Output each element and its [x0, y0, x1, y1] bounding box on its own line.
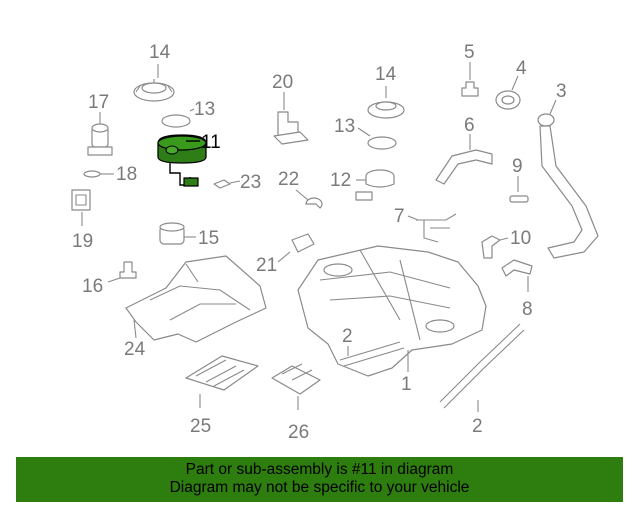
part-23-clip[interactable] — [213, 179, 241, 189]
part-5-valve[interactable] — [461, 62, 479, 97]
callout-3: 3 — [556, 81, 567, 102]
part-2-tank-strap-right[interactable] — [439, 323, 525, 412]
callout-26: 26 — [288, 422, 309, 443]
callout-8: 8 — [522, 299, 533, 320]
callout-24: 24 — [124, 339, 146, 360]
callout-13-right: 13 — [334, 116, 355, 137]
callout-10: 10 — [510, 228, 531, 249]
part-15-fuel-filter[interactable] — [159, 222, 196, 245]
notice-line-2: Diagram may not be specific to your vehi… — [169, 479, 470, 496]
callout-16: 16 — [82, 276, 103, 297]
notice-banner: Part or sub-assembly is #11 in diagram D… — [16, 457, 623, 502]
part-12-fuel-level-sensor[interactable] — [355, 169, 395, 201]
part-14-lock-ring-right[interactable] — [367, 86, 405, 119]
part-8-hose-bend[interactable] — [501, 259, 533, 292]
callout-13-left: 13 — [194, 99, 215, 120]
callout-22: 22 — [278, 169, 299, 190]
part-17-pressure-regulator[interactable] — [87, 112, 113, 156]
part-11-fuel-pump-assembly[interactable] — [157, 134, 207, 187]
callout-20: 20 — [272, 72, 293, 93]
callout-5: 5 — [464, 42, 475, 63]
part-21-bracket[interactable] — [277, 233, 315, 263]
part-16-bolt[interactable] — [107, 261, 137, 283]
notice-line-1: Part or sub-assembly is #11 in diagram — [185, 461, 454, 478]
callout-25: 25 — [190, 416, 211, 437]
part-24-heat-shield[interactable] — [125, 255, 267, 343]
callout-7: 7 — [394, 206, 405, 227]
part-13-gasket-left[interactable] — [161, 108, 195, 128]
callout-4: 4 — [516, 58, 527, 79]
callout-2-lower: 2 — [472, 416, 483, 437]
part-25-under-cover[interactable] — [185, 355, 259, 408]
part-3-filler-tube[interactable] — [537, 99, 599, 259]
part-20-sender-unit[interactable] — [273, 92, 309, 145]
part-2-tank-strap-left[interactable] — [339, 341, 405, 367]
callout-17: 17 — [88, 92, 109, 113]
callout-11: 11 — [201, 132, 221, 153]
callout-9: 9 — [512, 156, 523, 177]
part-9-hose-small[interactable] — [509, 176, 529, 203]
callout-1: 1 — [401, 374, 412, 395]
part-10-hose[interactable] — [481, 235, 509, 259]
callout-18: 18 — [116, 164, 137, 185]
part-7-breather-tube[interactable] — [407, 213, 457, 243]
part-26-protector[interactable] — [271, 363, 321, 410]
part-1-fuel-tank[interactable] — [297, 245, 487, 377]
callout-14-right: 14 — [375, 64, 397, 85]
part-18-o-ring[interactable] — [83, 170, 114, 178]
callout-2-upper: 2 — [342, 326, 353, 347]
part-14-lock-ring-left[interactable] — [133, 64, 175, 102]
part-19-bracket[interactable] — [71, 189, 91, 226]
callout-23: 23 — [240, 172, 261, 193]
callout-21: 21 — [256, 255, 277, 276]
callout-14-left: 14 — [149, 42, 171, 63]
part-22-retainer[interactable] — [295, 189, 323, 209]
part-6-hose[interactable] — [435, 134, 493, 185]
part-4-filler-cap-ring[interactable] — [495, 75, 521, 110]
part-13-gasket-right[interactable] — [357, 127, 397, 150]
fuel-system-parts-diagram: 14 13 17 11 18 19 15 — [71, 42, 599, 443]
callout-15: 15 — [198, 228, 219, 249]
callout-6: 6 — [464, 115, 475, 136]
callout-12: 12 — [330, 170, 351, 191]
callout-19: 19 — [72, 231, 93, 252]
